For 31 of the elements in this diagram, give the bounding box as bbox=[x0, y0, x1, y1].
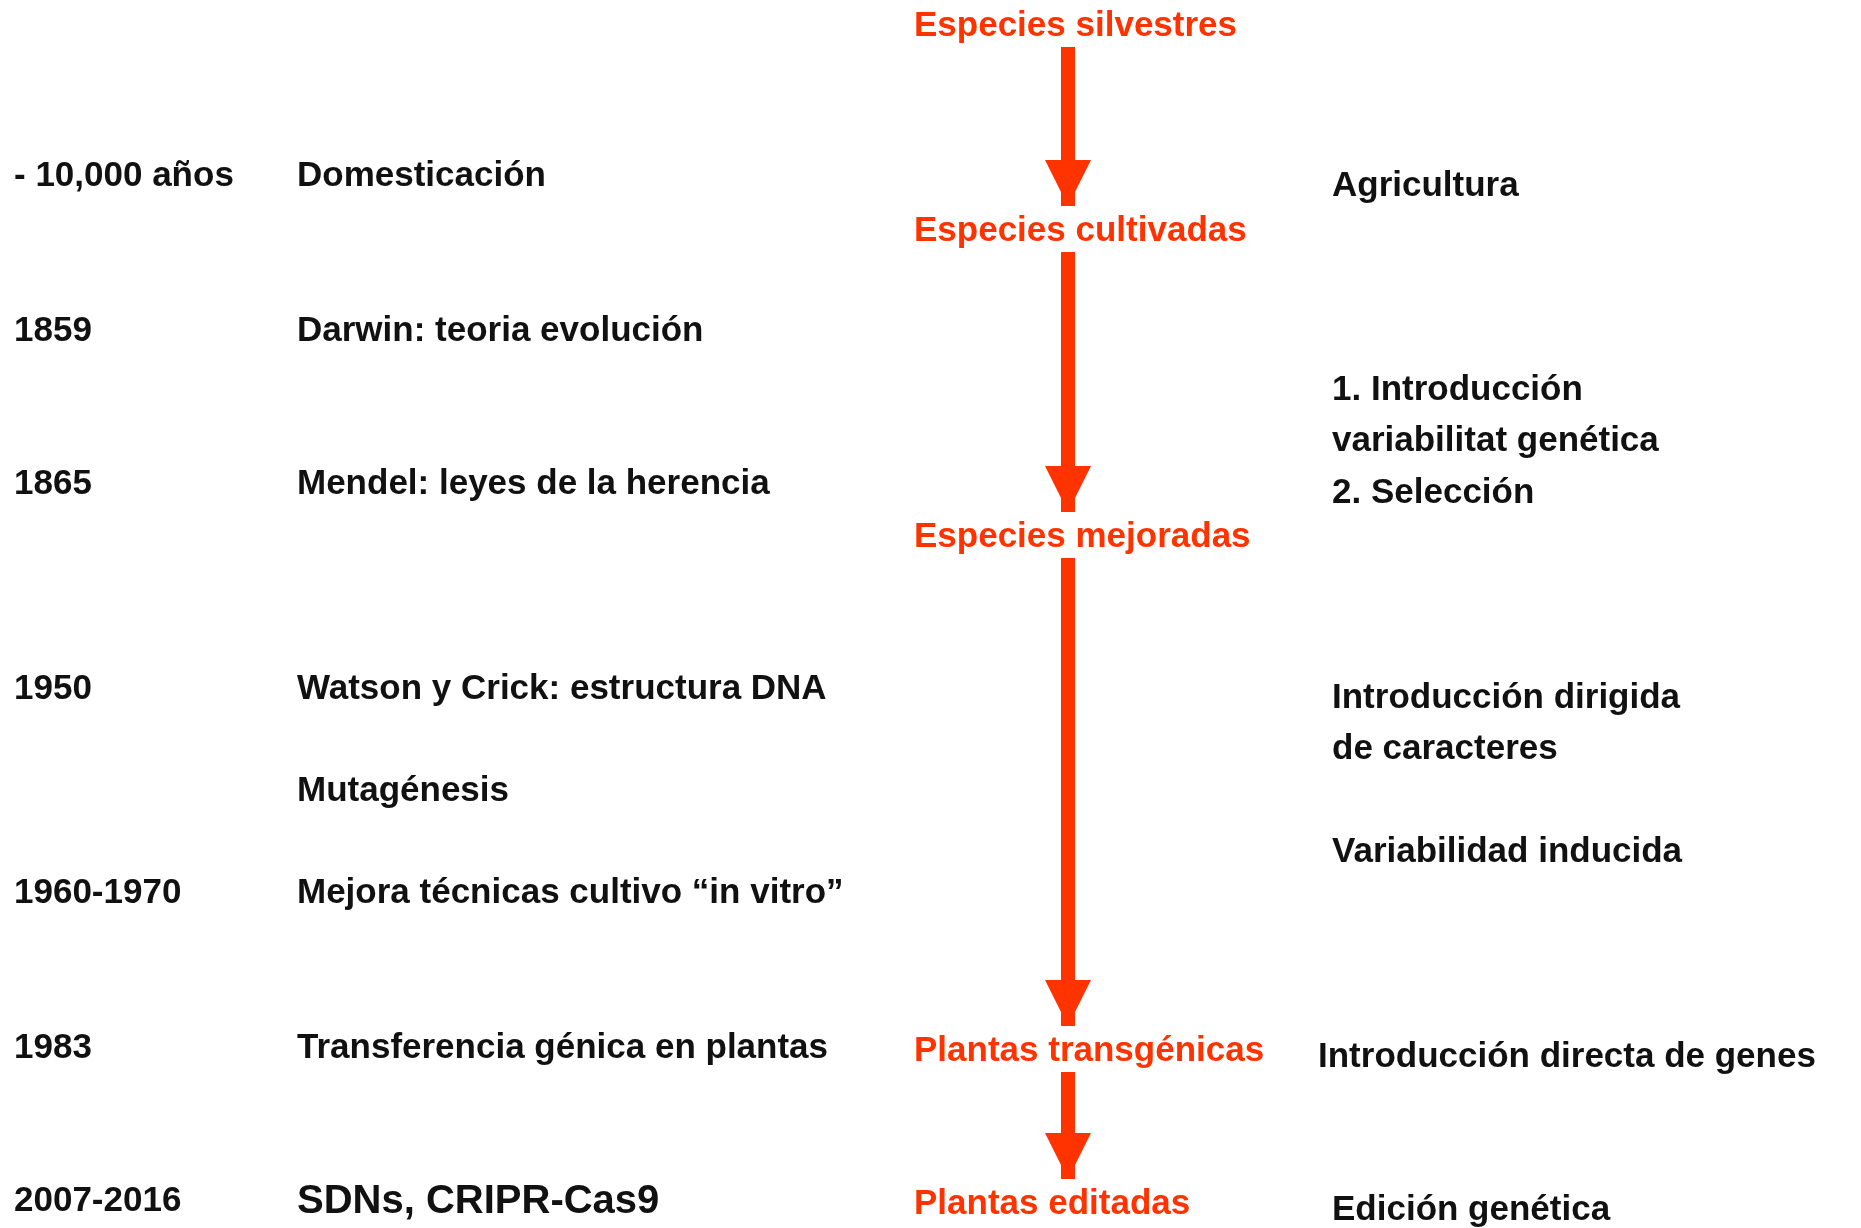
stage-label: Especies cultivadas bbox=[914, 208, 1247, 250]
event-label: SDNs, CRIPR-Cas9 bbox=[297, 1176, 660, 1223]
outcome-label: Edición genética bbox=[1332, 1186, 1611, 1228]
year-label: 1960-1970 bbox=[14, 869, 182, 912]
year-label: 1950 bbox=[14, 665, 92, 708]
outcome-label: Agricultura bbox=[1332, 162, 1519, 205]
year-label: 1865 bbox=[14, 460, 92, 503]
year-label: - 10,000 años bbox=[14, 152, 234, 195]
arrow bbox=[1045, 558, 1091, 1026]
event-label: Domesticación bbox=[297, 152, 546, 195]
stage-label: Plantas editadas bbox=[914, 1181, 1191, 1223]
event-label: Watson y Crick: estructura DNA bbox=[297, 665, 827, 708]
outcome-label: Introducción directa de genes bbox=[1318, 1033, 1816, 1076]
event-label: Transferencia génica en plantas bbox=[297, 1024, 829, 1067]
arrow bbox=[1045, 1072, 1091, 1179]
stage-label: Especies mejoradas bbox=[914, 514, 1251, 556]
event-label: Mendel: leyes de la herencia bbox=[297, 460, 770, 503]
arrow bbox=[1045, 47, 1091, 206]
event-label: Mutagénesis bbox=[297, 767, 509, 810]
outcome-label: 2. Selección bbox=[1332, 469, 1535, 512]
outcome-label: Variabilidad inducida bbox=[1332, 828, 1683, 871]
year-label: 2007-2016 bbox=[14, 1177, 182, 1220]
event-label: Darwin: teoria evolución bbox=[297, 307, 704, 350]
outcome-label: 1. Introducción variabilitat genética bbox=[1332, 367, 1660, 460]
stage-label: Plantas transgénicas bbox=[914, 1028, 1265, 1070]
event-label: Mejora técnicas cultivo “in vitro” bbox=[297, 869, 844, 912]
arrow bbox=[1045, 252, 1091, 512]
year-label: 1983 bbox=[14, 1024, 92, 1067]
year-label: 1859 bbox=[14, 307, 92, 350]
outcome-label: Introducción dirigida de caracteres bbox=[1332, 675, 1682, 768]
stage-label: Especies silvestres bbox=[914, 3, 1237, 45]
